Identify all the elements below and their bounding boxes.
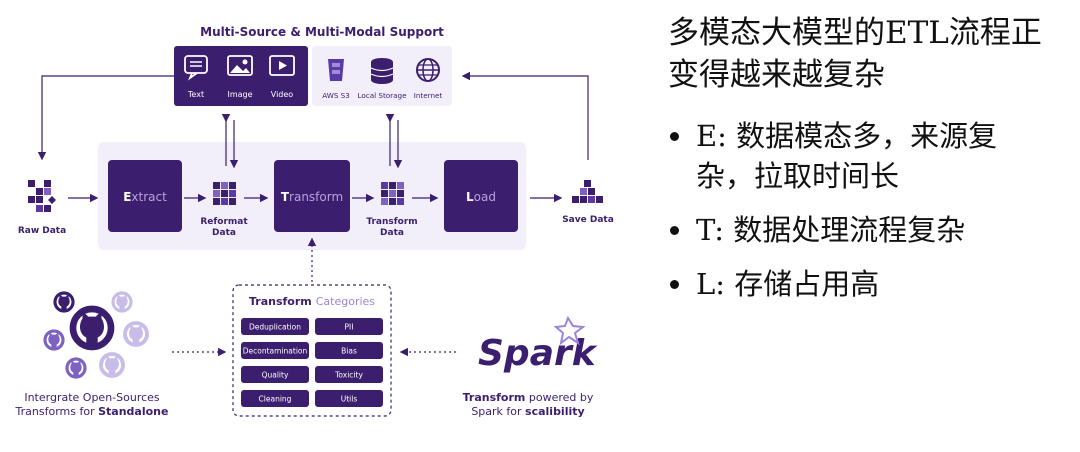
extract-label: Extract bbox=[123, 190, 167, 204]
raw-data-icon bbox=[28, 180, 56, 212]
category-pill[interactable]: Cleaning bbox=[241, 390, 309, 407]
modality-image-label: Image bbox=[227, 90, 252, 99]
open-source-note-line2: Transforms for Standalone bbox=[15, 405, 169, 418]
bullet-dot-icon bbox=[670, 132, 679, 141]
svg-text:PII: PII bbox=[345, 323, 354, 332]
raw-data-label: Raw Data bbox=[18, 226, 66, 236]
spark-logo: Spark bbox=[478, 333, 598, 374]
open-source-note-line1: Intergrate Open-Sources bbox=[24, 391, 160, 404]
spark-note-line1: Transform powered by bbox=[463, 391, 594, 404]
transform-categories-panel bbox=[232, 284, 392, 417]
transform-box[interactable] bbox=[274, 160, 350, 232]
save-to-source-arrow bbox=[461, 71, 589, 160]
github-icon bbox=[99, 352, 125, 378]
svg-text:Deduplication: Deduplication bbox=[249, 323, 301, 332]
bullet-dot-icon bbox=[670, 226, 679, 235]
svg-text:Toxicity: Toxicity bbox=[334, 371, 363, 380]
source-to-raw-arrow bbox=[37, 75, 174, 161]
load-box[interactable] bbox=[444, 160, 518, 232]
text-icon bbox=[184, 55, 208, 81]
modality-video-label: Video bbox=[271, 90, 294, 99]
github-icon bbox=[123, 321, 149, 347]
storage-aws-label: AWS S3 bbox=[322, 91, 350, 100]
etl-diagram: Multi-Source & Multi-Modal Support Text … bbox=[15, 25, 614, 418]
spark-note-line2: Spark for scalibility bbox=[471, 405, 584, 418]
category-pill[interactable]: Decontamination bbox=[241, 342, 309, 359]
notes-bullet: L: 存储占用高 bbox=[668, 264, 1073, 304]
aws-s3-icon bbox=[328, 59, 344, 81]
storage-local-label: Local Storage bbox=[357, 91, 407, 100]
svg-text:Quality: Quality bbox=[262, 371, 289, 380]
notes-bullet: T: 数据处理流程复杂 bbox=[668, 210, 1073, 250]
local-storage-icon bbox=[370, 58, 394, 84]
github-icon bbox=[53, 291, 75, 313]
notes-bullet: E: 数据模态多，来源复杂，拉取时间长 bbox=[668, 116, 1073, 196]
github-icon bbox=[111, 291, 133, 313]
github-icon bbox=[43, 329, 65, 351]
svg-text:Decontamination: Decontamination bbox=[243, 347, 308, 356]
transform-data-label-1: Transform bbox=[366, 217, 417, 227]
storage-internet-label: Internet bbox=[414, 91, 443, 100]
extract-box[interactable] bbox=[108, 160, 182, 232]
reformat-label-2: Data bbox=[212, 228, 236, 238]
spark-star-icon bbox=[553, 315, 586, 346]
transform-label: Transform bbox=[281, 190, 343, 204]
notes-bullet-list: E: 数据模态多，来源复杂，拉取时间长 T: 数据处理流程复杂 L: 存储占用高 bbox=[668, 116, 1073, 304]
save-data-label: Save Data bbox=[562, 215, 614, 225]
notes-title: 多模态大模型的ETL流程正变得越来越复杂 bbox=[668, 15, 1042, 93]
image-icon bbox=[227, 55, 253, 76]
modality-text-label: Text bbox=[187, 90, 204, 99]
load-label: Load bbox=[466, 190, 496, 204]
category-pill[interactable]: Toxicity bbox=[315, 366, 383, 383]
github-icon bbox=[73, 309, 111, 347]
svg-text:Cleaning: Cleaning bbox=[259, 395, 292, 404]
diagram-title: Multi-Source & Multi-Modal Support bbox=[200, 25, 444, 39]
category-pill[interactable]: Deduplication bbox=[241, 318, 309, 335]
category-pill[interactable]: PII bbox=[315, 318, 383, 335]
reformat-data-icon bbox=[213, 182, 236, 205]
transform-data-icon bbox=[381, 182, 404, 205]
category-pill[interactable]: Utils bbox=[315, 390, 383, 407]
transform-data-label-2: Data bbox=[380, 228, 404, 238]
save-data-icon bbox=[572, 180, 603, 203]
category-pill[interactable]: Quality bbox=[241, 366, 309, 383]
github-icon bbox=[65, 357, 87, 379]
notes-panel: 多模态大模型的ETL流程正变得越来越复杂 E: 数据模态多，来源复杂，拉取时间长… bbox=[668, 12, 1073, 318]
svg-text:Bias: Bias bbox=[341, 347, 357, 356]
category-pill[interactable]: Bias bbox=[315, 342, 383, 359]
video-icon bbox=[269, 55, 295, 76]
internet-globe-icon bbox=[416, 58, 440, 82]
svg-text:Utils: Utils bbox=[341, 395, 358, 404]
reformat-label-1: Reformat bbox=[200, 217, 248, 227]
bullet-dot-icon bbox=[670, 280, 679, 289]
